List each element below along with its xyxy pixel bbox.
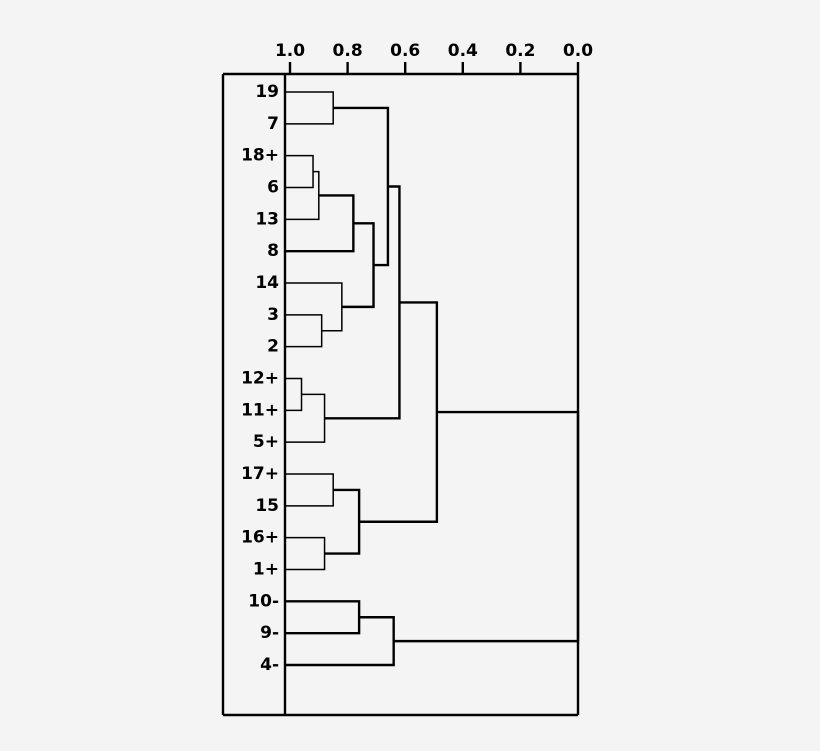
leaf-label: 4- <box>260 655 279 675</box>
leaf-label: 13 <box>255 209 279 229</box>
dendrogram-link <box>393 410 580 643</box>
leaf-label: 12+ <box>241 369 279 389</box>
plot-frame <box>221 72 580 717</box>
leaf-label: 8 <box>267 241 279 261</box>
leaf-label: 6 <box>267 178 279 198</box>
leaf-label: 11+ <box>241 400 279 420</box>
leaf-label: 17+ <box>241 464 279 484</box>
leaf-label: 1+ <box>253 560 279 580</box>
leaf-label: 3 <box>267 305 279 325</box>
leaf-label: 7 <box>267 114 279 134</box>
axis-tick-label: 1.0 <box>275 41 305 61</box>
leaf-label: 16+ <box>241 528 279 548</box>
axis-top: 1.0 0.8 0.6 0.4 0.2 0.0 <box>275 41 593 74</box>
axis-tick-label: 0.4 <box>448 41 478 61</box>
axis-tick-label: 0.8 <box>333 41 363 61</box>
leaf-label: 18+ <box>241 146 279 166</box>
leaf-label: 5+ <box>253 432 279 452</box>
leaf-label: 14 <box>255 273 279 293</box>
leaf-label: 19 <box>255 82 279 102</box>
leaf-label: 10- <box>248 591 279 611</box>
dendrogram-links <box>285 91 580 667</box>
axis-tick-label: 0.6 <box>390 41 420 61</box>
leaf-label: 2 <box>267 337 279 357</box>
leaf-label: 15 <box>255 496 279 516</box>
leaf-label: 9- <box>260 623 279 643</box>
leaf-label-column: 19 7 18+ 6 13 8 14 3 2 12+ 11+ 5+ 17+ 15 16+ 1+ 10- 9- 4- <box>241 82 279 675</box>
axis-tick-label: 0.0 <box>563 41 593 61</box>
axis-tick-label: 0.2 <box>505 41 535 61</box>
